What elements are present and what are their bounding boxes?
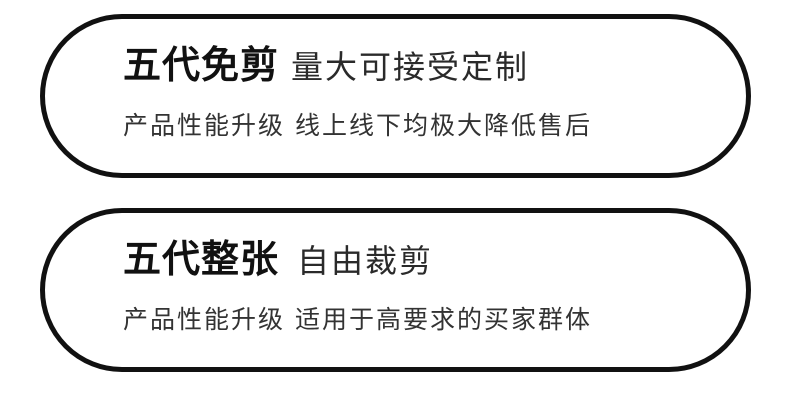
card-title: 五代免剪量大可接受定制 (123, 46, 529, 84)
feature-card-uncut: 五代免剪量大可接受定制 产品性能升级线上线下均极大降低售后 (40, 14, 751, 178)
card-subtitle-part-b: 线上线下均极大降低售后 (295, 111, 593, 140)
card-subtitle: 产品性能升级线上线下均极大降低售后 (123, 113, 592, 138)
feature-card-whole-sheet: 五代整张自由裁剪 产品性能升级适用于高要求的买家群体 (40, 208, 751, 372)
card-title: 五代整张自由裁剪 (123, 240, 433, 278)
card-title-strong: 五代免剪 (123, 43, 280, 87)
card-subtitle: 产品性能升级适用于高要求的买家群体 (123, 307, 592, 332)
card-title-strong: 五代整张 (123, 237, 280, 281)
card-subtitle-part-b: 适用于高要求的买家群体 (295, 305, 593, 334)
card-subtitle-part-a: 产品性能升级 (123, 305, 286, 334)
card-title-light: 量大可接受定制 (291, 48, 530, 86)
card-title-light: 自由裁剪 (297, 242, 434, 280)
card-subtitle-part-a: 产品性能升级 (123, 111, 286, 140)
